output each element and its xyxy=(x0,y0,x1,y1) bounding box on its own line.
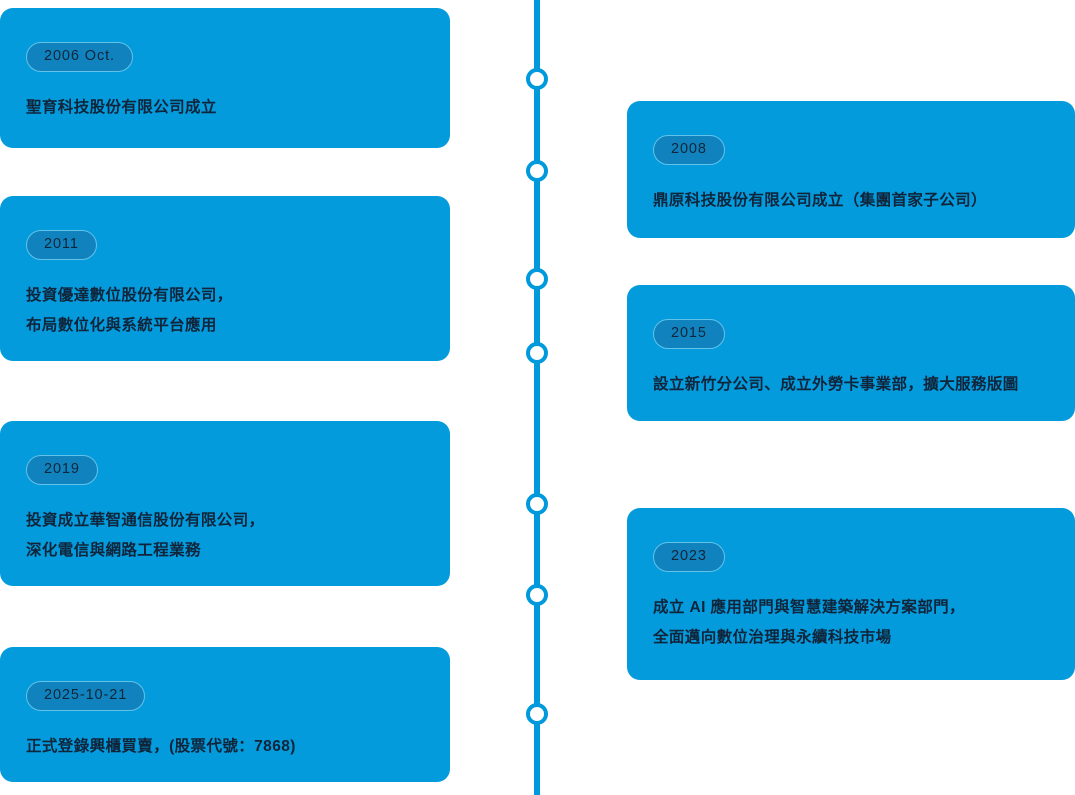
timeline-node-3 xyxy=(526,268,548,290)
timeline-spine xyxy=(534,0,540,795)
timeline-card-2023[interactable]: 2023 成立 AI 應用部門與智慧建築解決方案部門， 全面邁向數位治理與永續科… xyxy=(627,508,1075,680)
timeline-node-1 xyxy=(526,68,548,90)
timeline-description-2019: 投資成立華智通信股份有限公司， 深化電信與網路工程業務 xyxy=(26,511,265,559)
timeline-badge-2011: 2011 xyxy=(26,230,97,260)
timeline-description-2006: 聖育科技股份有限公司成立 xyxy=(26,98,217,116)
timeline-badge-2025: 2025-10-21 xyxy=(26,681,146,711)
timeline-node-5 xyxy=(526,493,548,515)
timeline-description-2011: 投資優達數位股份有限公司， 布局數位化與系統平台應用 xyxy=(26,286,233,334)
timeline-badge-2008: 2008 xyxy=(653,135,725,165)
timeline-card-2008[interactable]: 2008 鼎原科技股份有限公司成立（集團首家子公司） xyxy=(627,101,1075,238)
timeline-node-2 xyxy=(526,160,548,182)
timeline-card-2006[interactable]: 2006 Oct. 聖育科技股份有限公司成立 xyxy=(0,8,450,148)
timeline-card-2015[interactable]: 2015 設立新竹分公司、成立外勞卡事業部，擴大服務版圖 xyxy=(627,285,1075,421)
timeline-description-2023: 成立 AI 應用部門與智慧建築解決方案部門， 全面邁向數位治理與永續科技市場 xyxy=(653,598,965,646)
timeline-badge-2019: 2019 xyxy=(26,455,98,485)
timeline-badge-2006: 2006 Oct. xyxy=(26,42,133,72)
timeline-badge-2023: 2023 xyxy=(653,542,725,572)
timeline-badge-2015: 2015 xyxy=(653,319,725,349)
timeline-node-4 xyxy=(526,342,548,364)
timeline-card-2025[interactable]: 2025-10-21 正式登錄興櫃買賣，(股票代號：7868) xyxy=(0,647,450,782)
timeline-card-2011[interactable]: 2011 投資優達數位股份有限公司， 布局數位化與系統平台應用 xyxy=(0,196,450,361)
timeline-description-2025: 正式登錄興櫃買賣，(股票代號：7868) xyxy=(26,737,296,755)
timeline-description-2015: 設立新竹分公司、成立外勞卡事業部，擴大服務版圖 xyxy=(653,375,1019,393)
timeline-card-2019[interactable]: 2019 投資成立華智通信股份有限公司， 深化電信與網路工程業務 xyxy=(0,421,450,586)
timeline-node-7 xyxy=(526,703,548,725)
timeline-description-2008: 鼎原科技股份有限公司成立（集團首家子公司） xyxy=(653,191,987,209)
timeline-node-6 xyxy=(526,584,548,606)
